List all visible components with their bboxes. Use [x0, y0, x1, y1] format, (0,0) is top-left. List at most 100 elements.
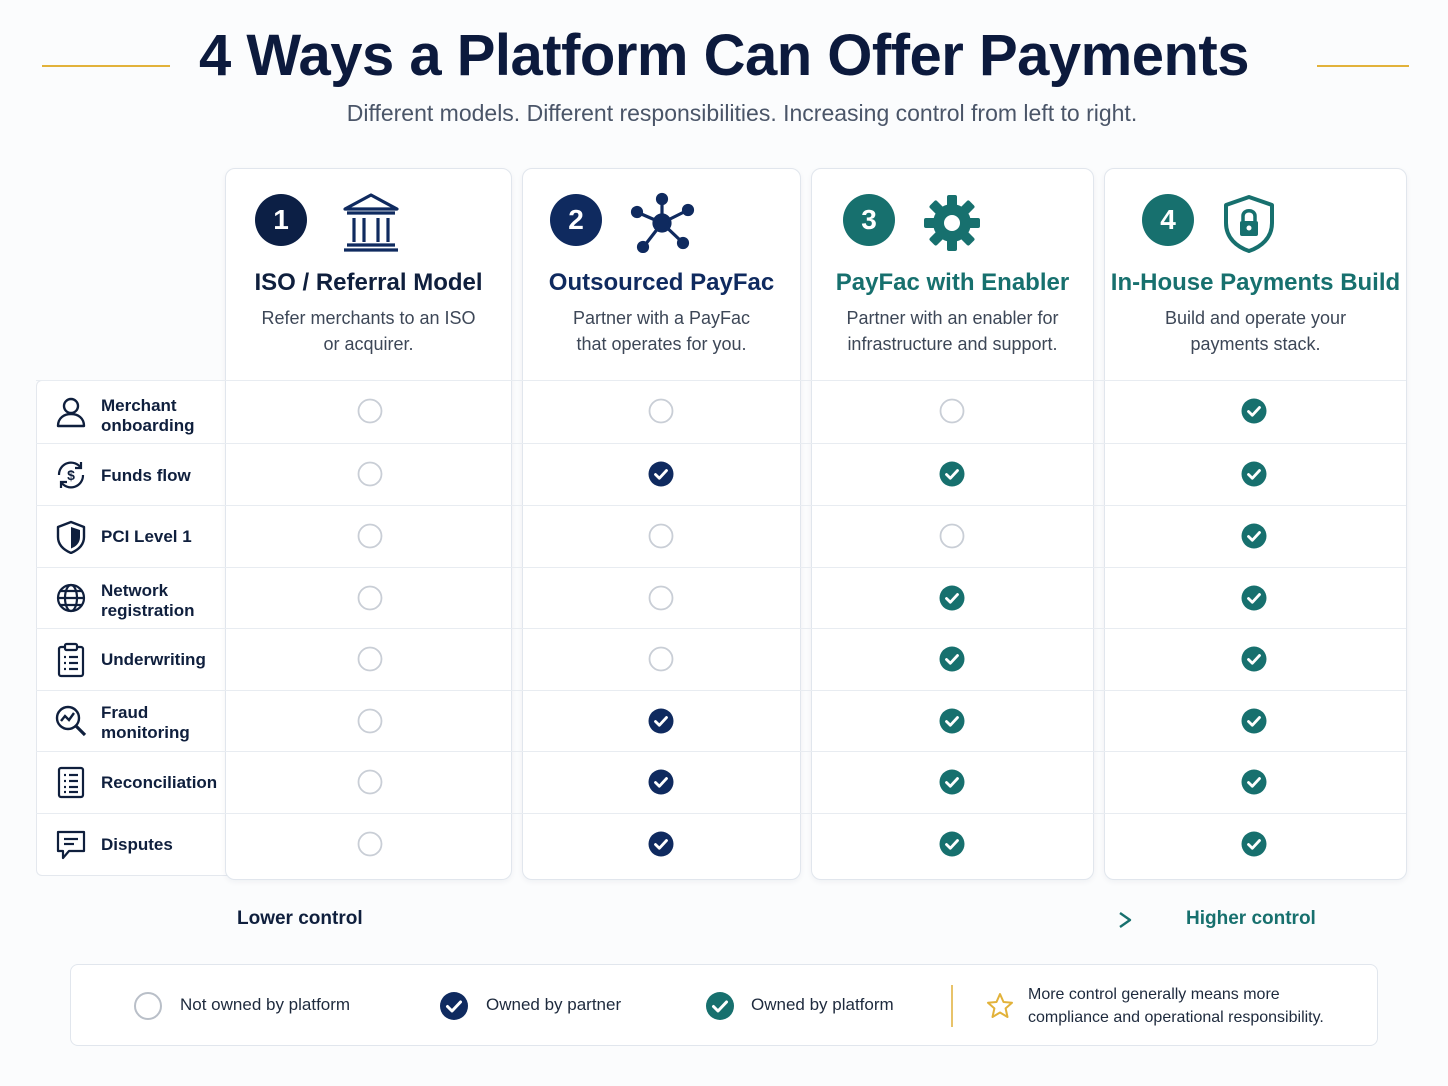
gear-icon — [922, 193, 982, 258]
ownership-mark-platform — [1241, 523, 1267, 549]
ownership-mark-platform — [939, 769, 965, 795]
card-description: Build and operate your payments stack. — [1135, 305, 1376, 357]
card-head: 3 PayFac with Enabler Partner with — [812, 169, 1093, 381]
card-description-line: payments stack. — [1190, 334, 1321, 354]
chat-icon — [54, 828, 88, 867]
ownership-mark-partner — [648, 461, 674, 487]
number-badge: 1 — [255, 194, 307, 246]
row-label-line: onboarding — [101, 416, 195, 435]
ownership-mark-none — [357, 769, 383, 795]
ownership-mark-platform — [939, 646, 965, 672]
row-label-line: Funds flow — [101, 466, 191, 485]
network-icon — [629, 191, 695, 258]
ownership-mark-none — [939, 523, 965, 549]
legend-note-line: compliance and operational responsibilit… — [1028, 1009, 1324, 1026]
row-label-disputes: Disputes — [101, 835, 173, 855]
higher-control-label: Higher control — [1186, 908, 1316, 929]
legend-partner-check-icon — [439, 991, 469, 1026]
legend-note-line: More control generally means more — [1028, 986, 1280, 1003]
dollar-cycle-icon: $ — [54, 458, 88, 497]
row-label-fraud-monitoring: Fraud monitoring — [101, 703, 190, 743]
ledger-icon — [54, 765, 88, 804]
grid-line — [36, 505, 1406, 506]
row-label-funds-flow: Funds flow — [101, 466, 191, 486]
legend-label-platform: Owned by platform — [751, 995, 894, 1014]
ownership-mark-platform — [939, 831, 965, 857]
legend-empty-circle-icon — [133, 991, 163, 1026]
ownership-mark-none — [648, 585, 674, 611]
row-label-line: Merchant — [101, 396, 177, 415]
row-label-underwriting: Underwriting — [101, 650, 206, 670]
card-description: Refer merchants to an ISO or acquirer. — [256, 305, 481, 357]
bank-icon — [341, 191, 401, 258]
grid-line — [36, 813, 1406, 814]
grid-line — [36, 690, 1406, 691]
number-badge: 3 — [843, 194, 895, 246]
row-label-line: Network — [101, 581, 169, 600]
number-badge: 2 — [550, 194, 602, 246]
globe-icon — [54, 581, 88, 620]
ownership-mark-partner — [648, 769, 674, 795]
grid-line — [36, 380, 1406, 381]
shield-lock-icon — [1221, 193, 1277, 260]
ownership-mark-none — [357, 461, 383, 487]
legend-divider — [951, 985, 953, 1027]
ownership-mark-platform — [939, 461, 965, 487]
card-title: PayFac with Enabler — [835, 269, 1070, 296]
ownership-mark-platform — [1241, 585, 1267, 611]
card-description: Partner with a PayFac that operates for … — [553, 305, 770, 357]
title-rule-left — [42, 65, 170, 67]
ownership-mark-none — [648, 523, 674, 549]
svg-text:$: $ — [67, 467, 75, 483]
ownership-mark-none — [357, 398, 383, 424]
control-arrow — [374, 909, 1136, 936]
legend-platform-check-icon — [705, 991, 735, 1026]
page-title: 4 Ways a Platform Can Offer Payments — [199, 23, 1250, 88]
ownership-mark-none — [357, 708, 383, 734]
ownership-mark-platform — [939, 708, 965, 734]
card-description-line: Refer merchants to an ISO — [261, 308, 476, 328]
card-title: In-House Payments Build — [1110, 269, 1401, 296]
card-description-line: Build and operate your — [1164, 308, 1347, 328]
legend: Not owned by platform Owned by partner O… — [70, 964, 1378, 1046]
ownership-mark-none — [648, 398, 674, 424]
row-label-merchant-onboarding: Merchant onboarding — [101, 396, 194, 436]
ownership-mark-partner — [648, 831, 674, 857]
legend-note: More control generally means more compli… — [1028, 983, 1324, 1029]
star-icon — [985, 991, 1015, 1026]
ownership-mark-none — [357, 646, 383, 672]
title-rule-right — [1317, 65, 1409, 67]
card-title: ISO / Referral Model — [254, 269, 483, 296]
ownership-mark-platform — [1241, 461, 1267, 487]
card-description-line: or acquirer. — [323, 334, 414, 354]
person-icon — [54, 395, 88, 434]
grid-line — [36, 567, 1406, 568]
grid-line — [36, 751, 1406, 752]
ownership-mark-platform — [1241, 831, 1267, 857]
row-label-line: PCI Level 1 — [101, 527, 192, 546]
card-head: 4 In-House Payments Build Build and oper… — [1105, 169, 1406, 381]
row-label-line: Disputes — [101, 835, 173, 854]
lower-control-label: Lower control — [237, 908, 363, 929]
grid-line — [36, 628, 1406, 629]
card-description-line: Partner with an enabler for — [846, 308, 1059, 328]
row-label-reconciliation: Reconciliation — [101, 773, 217, 793]
ownership-mark-none — [357, 831, 383, 857]
ownership-mark-none — [357, 585, 383, 611]
ownership-mark-platform — [1241, 398, 1267, 424]
card-head: 2 Outsourced PayFac Partner with a PayFa… — [523, 169, 800, 381]
row-label-line: monitoring — [101, 723, 190, 742]
card-head: 1 ISO / Referral Model Refer merchants t… — [226, 169, 511, 381]
legend-label-partner: Owned by partner — [486, 995, 622, 1014]
clipboard-icon — [54, 642, 88, 683]
card-description-line: infrastructure and support. — [847, 334, 1058, 354]
grid-line — [36, 443, 1406, 444]
ownership-mark-none — [648, 646, 674, 672]
number-badge: 4 — [1142, 194, 1194, 246]
row-label-line: Reconciliation — [101, 773, 218, 792]
card-description: Partner with an enabler for infrastructu… — [842, 305, 1063, 357]
row-label-network-registration: Network registration — [101, 581, 195, 621]
ownership-mark-platform — [1241, 646, 1267, 672]
ownership-mark-platform — [939, 585, 965, 611]
row-label-pci-level-1: PCI Level 1 — [101, 527, 192, 547]
